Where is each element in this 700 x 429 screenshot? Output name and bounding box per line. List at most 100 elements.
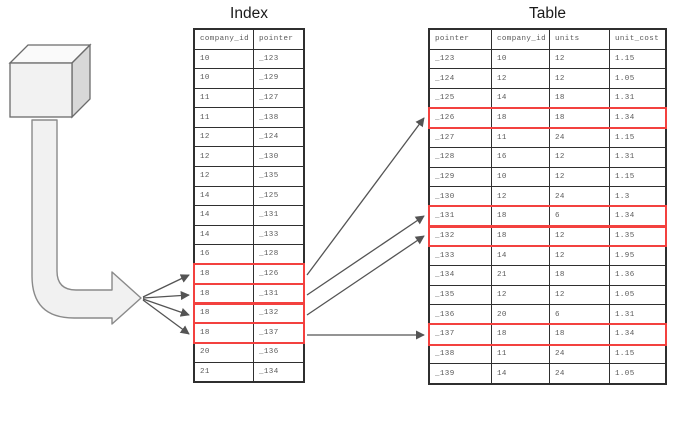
column-header: company_id — [492, 30, 550, 49]
table-cell: 10 — [492, 49, 550, 69]
table-cell: _125 — [430, 89, 492, 108]
table-cell: 18 — [195, 303, 254, 323]
table-cell: 11 — [492, 344, 550, 364]
table-row: 16_128 — [195, 245, 303, 265]
table-cell: 24 — [550, 128, 610, 148]
table-cell: 12 — [550, 167, 610, 187]
table-cell: 18 — [492, 226, 550, 246]
index-to-table-arrow-1 — [306, 117, 425, 276]
table-row: 18_131 — [193, 282, 305, 305]
table-cell: _133 — [259, 230, 279, 239]
table-cell: 12 — [195, 166, 254, 186]
table-cell: 16 — [492, 148, 550, 167]
column-header: units — [550, 30, 610, 49]
query-arrow-1 — [142, 274, 190, 298]
user-cube-icon — [8, 43, 92, 119]
table-cell: 18 — [550, 325, 610, 344]
table-cell: 18 — [550, 108, 610, 128]
table-cell: 14 — [195, 225, 254, 245]
table-cell: _130 — [430, 187, 492, 207]
table-cell: 1.31 — [615, 310, 635, 319]
table-cell: 10 — [195, 69, 254, 88]
table-cell: _129 — [430, 167, 492, 187]
table-cell: 1.05 — [615, 74, 635, 83]
table-row: 12_124 — [195, 127, 303, 148]
table-cell: 18 — [492, 325, 550, 344]
query-arrow-label: Query — [72, 290, 108, 305]
index-to-table-arrow-2 — [306, 215, 425, 296]
table-row: 18_137 — [193, 321, 305, 344]
table-cell: _128 — [430, 148, 492, 167]
table-cell: _131 — [430, 207, 492, 226]
table-cell: 1.35 — [615, 232, 635, 241]
table-cell: _123 — [430, 49, 492, 69]
table-cell: 18 — [195, 323, 254, 342]
table-row: 14_125 — [195, 186, 303, 207]
table-row: 14_131 — [195, 206, 303, 226]
table-cell: 6 — [550, 305, 610, 325]
data-table-title: Table — [528, 5, 567, 22]
table-cell: 1.34 — [615, 330, 635, 339]
table-cell: 1.34 — [615, 212, 635, 221]
table-cell: 1.36 — [615, 271, 635, 280]
table-cell: 10 — [195, 49, 254, 69]
table-cell: 1.05 — [615, 369, 635, 378]
table-cell: 16 — [195, 245, 254, 264]
table-cell: 11 — [195, 88, 254, 108]
table-cell: 12 — [550, 69, 610, 89]
index-to-table-arrow-3 — [306, 235, 425, 316]
table-cell: 12 — [492, 187, 550, 207]
table-cell: 12 — [550, 148, 610, 167]
table-cell: _138 — [430, 344, 492, 364]
table-cell: 14 — [492, 89, 550, 108]
table-cell: 14 — [195, 186, 254, 206]
table-cell: 1.15 — [615, 55, 635, 63]
user-cube-label: USER — [29, 86, 53, 93]
table-cell: _127 — [430, 128, 492, 148]
table-cell: 1.31 — [615, 153, 635, 162]
table-row: 10_129 — [195, 69, 303, 89]
table-cell: 14 — [492, 246, 550, 266]
table-cell: _134 — [430, 266, 492, 285]
table-cell: _138 — [259, 113, 279, 122]
table-cell: _127 — [259, 93, 279, 102]
table-cell: 11 — [492, 128, 550, 148]
table-row: 21_134 — [195, 362, 303, 382]
table-cell: 24 — [550, 364, 610, 384]
table-cell: 12 — [492, 69, 550, 89]
table-cell: 18 — [492, 108, 550, 128]
table-cell: 14 — [195, 206, 254, 225]
table-row: 12_135 — [195, 166, 303, 187]
table-cell: 1.15 — [615, 350, 635, 359]
table-cell: 1.95 — [615, 251, 635, 260]
table-cell: 12 — [550, 246, 610, 266]
table-cell: 1.15 — [615, 133, 635, 142]
table-cell: 1.15 — [615, 173, 635, 182]
table-cell: _124 — [259, 133, 279, 142]
table-cell: _126 — [259, 270, 279, 279]
column-header: company_id — [195, 30, 254, 49]
table-cell: _124 — [430, 69, 492, 89]
table-cell: _123 — [259, 54, 279, 63]
table-row: 10 _123 — [195, 49, 303, 70]
table-cell: _136 — [430, 305, 492, 325]
table-cell: 1.05 — [615, 291, 635, 300]
table-cell: 18 — [195, 284, 254, 303]
table-cell: _130 — [259, 152, 279, 161]
column-header: unit_cost — [615, 35, 660, 44]
table-cell: 12 — [195, 147, 254, 166]
table-row: 18_132 — [193, 302, 305, 324]
